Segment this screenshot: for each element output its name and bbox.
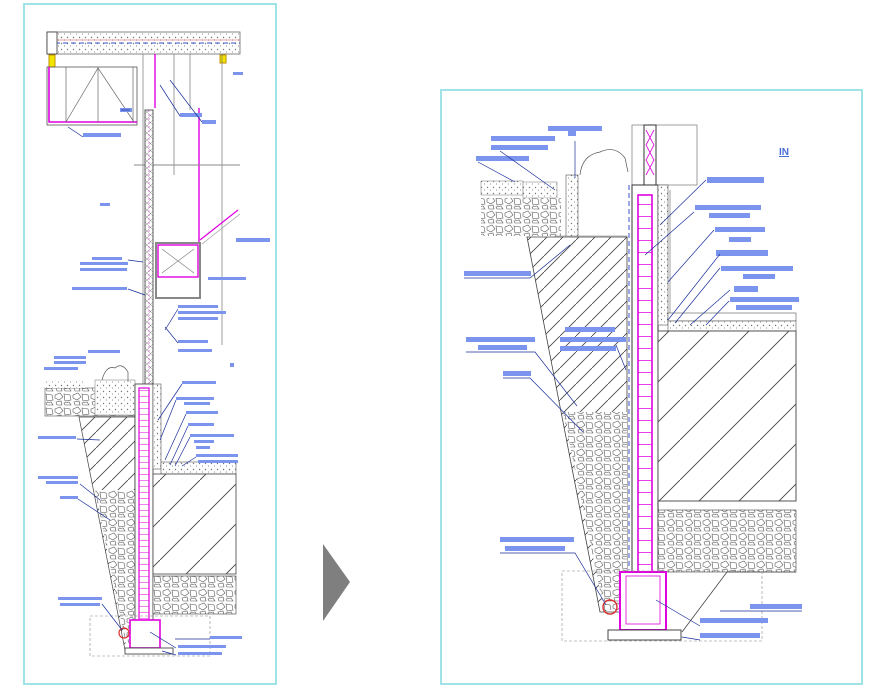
interior-side-label: IN [779, 147, 789, 158]
right-section-drawing [464, 124, 802, 642]
callout-circle-icon [118, 627, 130, 639]
triangle-right-icon [323, 544, 350, 621]
left-section-drawing [38, 31, 270, 657]
callout-circle-icon [602, 599, 618, 615]
